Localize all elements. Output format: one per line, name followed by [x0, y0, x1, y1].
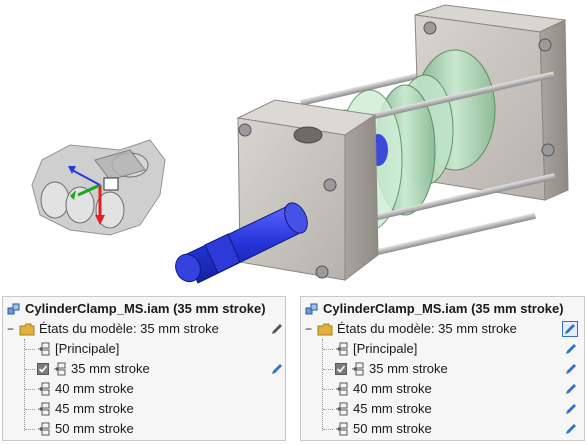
model-state-icon — [38, 402, 50, 416]
model-state-item-45[interactable]: 45 mm stroke — [301, 399, 584, 419]
model-state-icon — [336, 422, 348, 436]
edit-pencil-button[interactable] — [562, 321, 578, 337]
model-state-icon — [336, 402, 348, 416]
cylinder-clamp-model[interactable] — [171, 4, 569, 286]
model-state-label: 40 mm stroke — [353, 381, 432, 396]
model-state-icon — [38, 422, 50, 436]
model-state-item-50[interactable]: 50 mm stroke — [301, 419, 584, 439]
model-state-label: [Principale] — [353, 341, 418, 356]
model-state-item-40[interactable]: 40 mm stroke — [301, 379, 584, 399]
model-state-label: 50 mm stroke — [353, 421, 432, 436]
model-state-item-45[interactable]: 45 mm stroke — [3, 399, 285, 419]
model-state-label: 35 mm stroke — [71, 361, 150, 376]
model-browser-panel-right: CylinderClamp_MS.iam (35 mm stroke) − Ét… — [300, 296, 585, 441]
assembly-title: CylinderClamp_MS.iam (35 mm stroke) — [25, 301, 266, 316]
edit-pencil-icon[interactable] — [564, 422, 578, 436]
model-state-item-35[interactable]: 35 mm stroke — [301, 359, 584, 379]
model-browser-panel-left: CylinderClamp_MS.iam (35 mm stroke) − Ét… — [2, 296, 286, 441]
edit-pencil-icon[interactable] — [270, 362, 284, 376]
collapse-icon[interactable]: − — [305, 322, 313, 336]
model-state-item-50[interactable]: 50 mm stroke — [3, 419, 285, 439]
checkbox-checked-icon[interactable] — [37, 363, 49, 375]
model-state-icon — [54, 362, 66, 376]
model-state-item-principale[interactable]: [Principale] — [3, 339, 285, 359]
model-states-row[interactable]: − États du modèle: 35 mm stroke — [3, 319, 285, 339]
3d-viewport[interactable] — [0, 0, 587, 290]
edit-pencil-icon[interactable] — [564, 402, 578, 416]
model-state-icon — [38, 382, 50, 396]
model-state-label: [Principale] — [55, 341, 120, 356]
model-state-label: 45 mm stroke — [55, 401, 134, 416]
checkbox-checked-icon[interactable] — [335, 363, 347, 375]
edit-pencil-icon[interactable] — [270, 322, 284, 336]
model-states-label: États du modèle: 35 mm stroke — [337, 321, 517, 336]
edit-pencil-icon[interactable] — [564, 362, 578, 376]
model-state-item-principale[interactable]: [Principale] — [301, 339, 584, 359]
model-state-label: 50 mm stroke — [55, 421, 134, 436]
model-state-item-35[interactable]: 35 mm stroke — [3, 359, 285, 379]
triad-gizmo[interactable] — [68, 166, 119, 225]
folder-icon — [317, 323, 333, 336]
edit-pencil-icon[interactable] — [564, 342, 578, 356]
model-states-row[interactable]: − États du modèle: 35 mm stroke — [301, 319, 584, 339]
edit-pencil-icon[interactable] — [564, 382, 578, 396]
folder-icon — [19, 323, 35, 336]
edit-pencil-icon — [565, 324, 575, 334]
assembly-icon — [305, 303, 318, 315]
assembly-title: CylinderClamp_MS.iam (35 mm stroke) — [323, 301, 564, 316]
model-states-label: États du modèle: 35 mm stroke — [39, 321, 219, 336]
model-state-label: 40 mm stroke — [55, 381, 134, 396]
model-state-item-40[interactable]: 40 mm stroke — [3, 379, 285, 399]
model-state-icon — [38, 342, 50, 356]
model-state-icon — [336, 382, 348, 396]
model-state-icon — [336, 342, 348, 356]
model-state-label: 45 mm stroke — [353, 401, 432, 416]
collapse-icon[interactable]: − — [7, 322, 15, 336]
model-state-icon — [352, 362, 364, 376]
model-state-label: 35 mm stroke — [369, 361, 448, 376]
assembly-icon — [7, 303, 20, 315]
